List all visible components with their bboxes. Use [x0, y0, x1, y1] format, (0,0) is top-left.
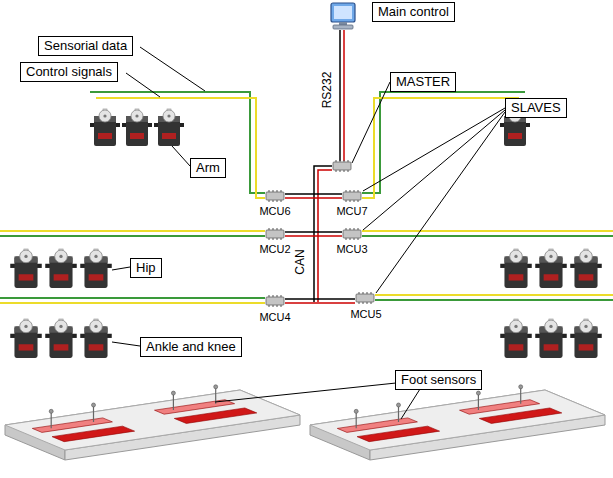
sensor-bar: [357, 426, 440, 442]
chip-label: MCU7: [335, 205, 368, 217]
chip-label: MCU2: [258, 243, 291, 255]
callout-text: Control signals: [26, 64, 112, 80]
sensor-pin: [93, 406, 94, 422]
sensor-pin: [356, 412, 357, 428]
sensor-pin: [476, 391, 480, 395]
sensor-pin: [397, 403, 401, 407]
callout-text: Main control: [378, 4, 449, 20]
rs232-wire: [343, 30, 345, 161]
callout-text: Foot sensors: [401, 372, 476, 388]
leader-lines: [112, 47, 505, 419]
sensor-pin: [520, 388, 521, 404]
callout-text: Ankle and knee: [146, 339, 236, 355]
servo-motors: [10, 109, 602, 358]
callout-box: Arm: [190, 158, 226, 178]
computer-icon: [331, 3, 355, 29]
rs232-wire: [339, 30, 341, 161]
chip-label: MCU4: [258, 311, 291, 323]
signal-name: RS232: [321, 71, 333, 110]
callout-box: Foot sensors: [395, 370, 482, 390]
chip-label: MCU6: [258, 205, 291, 217]
callout-text: SLAVES: [511, 100, 561, 116]
callout-box: SLAVES: [505, 98, 567, 118]
callout-box: Control signals: [20, 62, 118, 82]
callout-text: Hip: [136, 260, 156, 276]
callout-text: MASTER: [396, 74, 450, 90]
sensor-pin: [354, 409, 358, 413]
sensor-pin: [49, 409, 53, 413]
sensor-pin: [171, 391, 175, 395]
callout-text: Arm: [196, 160, 220, 176]
sensor-bar: [174, 408, 256, 424]
sensor-bar: [52, 426, 135, 442]
sensor-pin: [398, 406, 399, 422]
callout-box: Hip: [130, 258, 162, 278]
sensor-pin: [173, 394, 174, 410]
sensor-pin: [478, 394, 479, 410]
sensor-pin: [92, 403, 96, 407]
sensor-pin: [519, 385, 523, 389]
chip-label: MCU5: [349, 308, 382, 320]
signal-lines: [0, 92, 613, 303]
mcu-chips: [266, 160, 374, 307]
signal-name: CAN: [294, 248, 306, 275]
callout-text: Sensorial data: [44, 38, 127, 54]
sensor-pin: [214, 385, 218, 389]
callout-box: MASTER: [390, 72, 456, 92]
sensor-bar: [479, 408, 562, 424]
callout-box: Main control: [372, 2, 455, 22]
callout-box: Sensorial data: [38, 36, 133, 56]
foot-plate: [5, 390, 605, 460]
callout-box: Ankle and knee: [140, 337, 242, 357]
chip-label: MCU3: [335, 243, 368, 255]
sensor-pin: [51, 412, 52, 428]
